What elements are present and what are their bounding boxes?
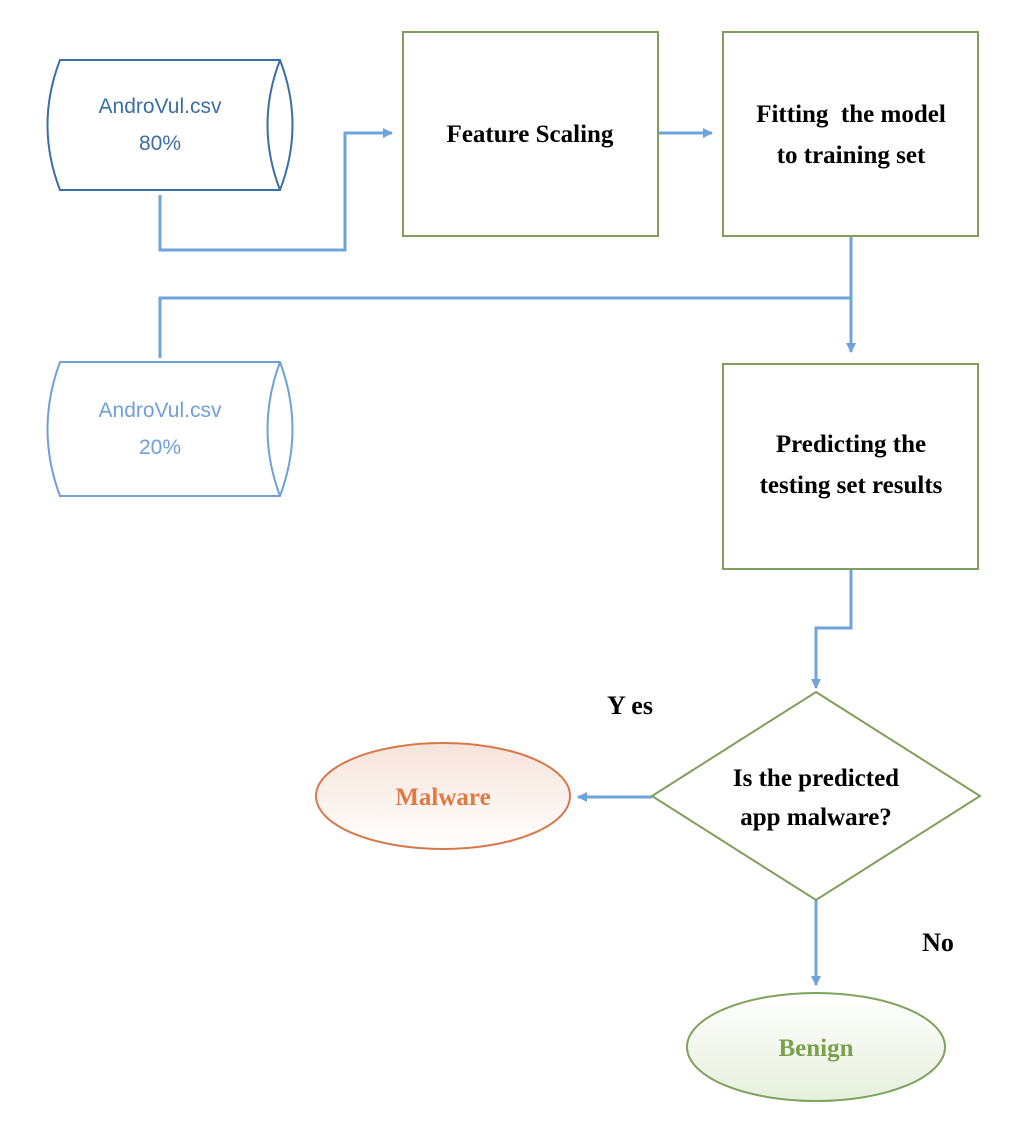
no-edge-label: No xyxy=(922,928,954,957)
test-data-cylinder: AndroVul.csv 20% xyxy=(46,361,294,497)
fit-model-step: Fitting the model to training set xyxy=(722,31,979,237)
fit-model-label-line2: to training set xyxy=(777,142,926,169)
benign-label: Benign xyxy=(778,1035,853,1062)
malware-label: Malware xyxy=(395,784,490,811)
train-data-percent: 80% xyxy=(139,132,181,155)
train-cylinder-end xyxy=(266,59,281,191)
predict-step: Predicting the testing set results xyxy=(722,363,979,570)
train-data-cylinder: AndroVul.csv 80% xyxy=(46,59,294,191)
test-data-filename: AndroVul.csv xyxy=(99,399,222,422)
decision-diamond xyxy=(650,690,982,902)
feature-scaling-step: Feature Scaling xyxy=(402,31,659,237)
predict-box xyxy=(722,363,979,570)
test-data-percent: 20% xyxy=(139,436,181,459)
train-data-filename: AndroVul.csv xyxy=(99,95,222,118)
benign-outcome: Benign xyxy=(686,992,946,1102)
fit-model-box xyxy=(722,31,979,237)
malware-ellipse xyxy=(315,742,571,850)
yes-edge-label: Y es xyxy=(607,691,653,720)
decision-step: Is the predicted app malware? xyxy=(650,690,982,902)
predict-label-line2: testing set results xyxy=(760,472,943,499)
edge-test-to-join xyxy=(158,296,851,358)
edge-predict-to-decision xyxy=(811,570,853,689)
benign-ellipse xyxy=(686,992,946,1102)
test-cylinder-end xyxy=(266,361,281,497)
decision-label-line2: app malware? xyxy=(740,804,892,831)
feature-scaling-box xyxy=(402,31,659,237)
feature-scaling-label: Feature Scaling xyxy=(447,121,614,148)
test-cylinder-body xyxy=(46,361,294,497)
train-cylinder-body xyxy=(46,59,294,191)
decision-label-line1: Is the predicted xyxy=(733,765,899,792)
predict-label-line1: Predicting the xyxy=(776,431,926,458)
edge-train-to-scaling xyxy=(158,128,393,252)
malware-outcome: Malware xyxy=(315,742,571,850)
fit-model-label-line1: Fitting the model xyxy=(756,101,946,128)
connectors xyxy=(158,128,856,986)
